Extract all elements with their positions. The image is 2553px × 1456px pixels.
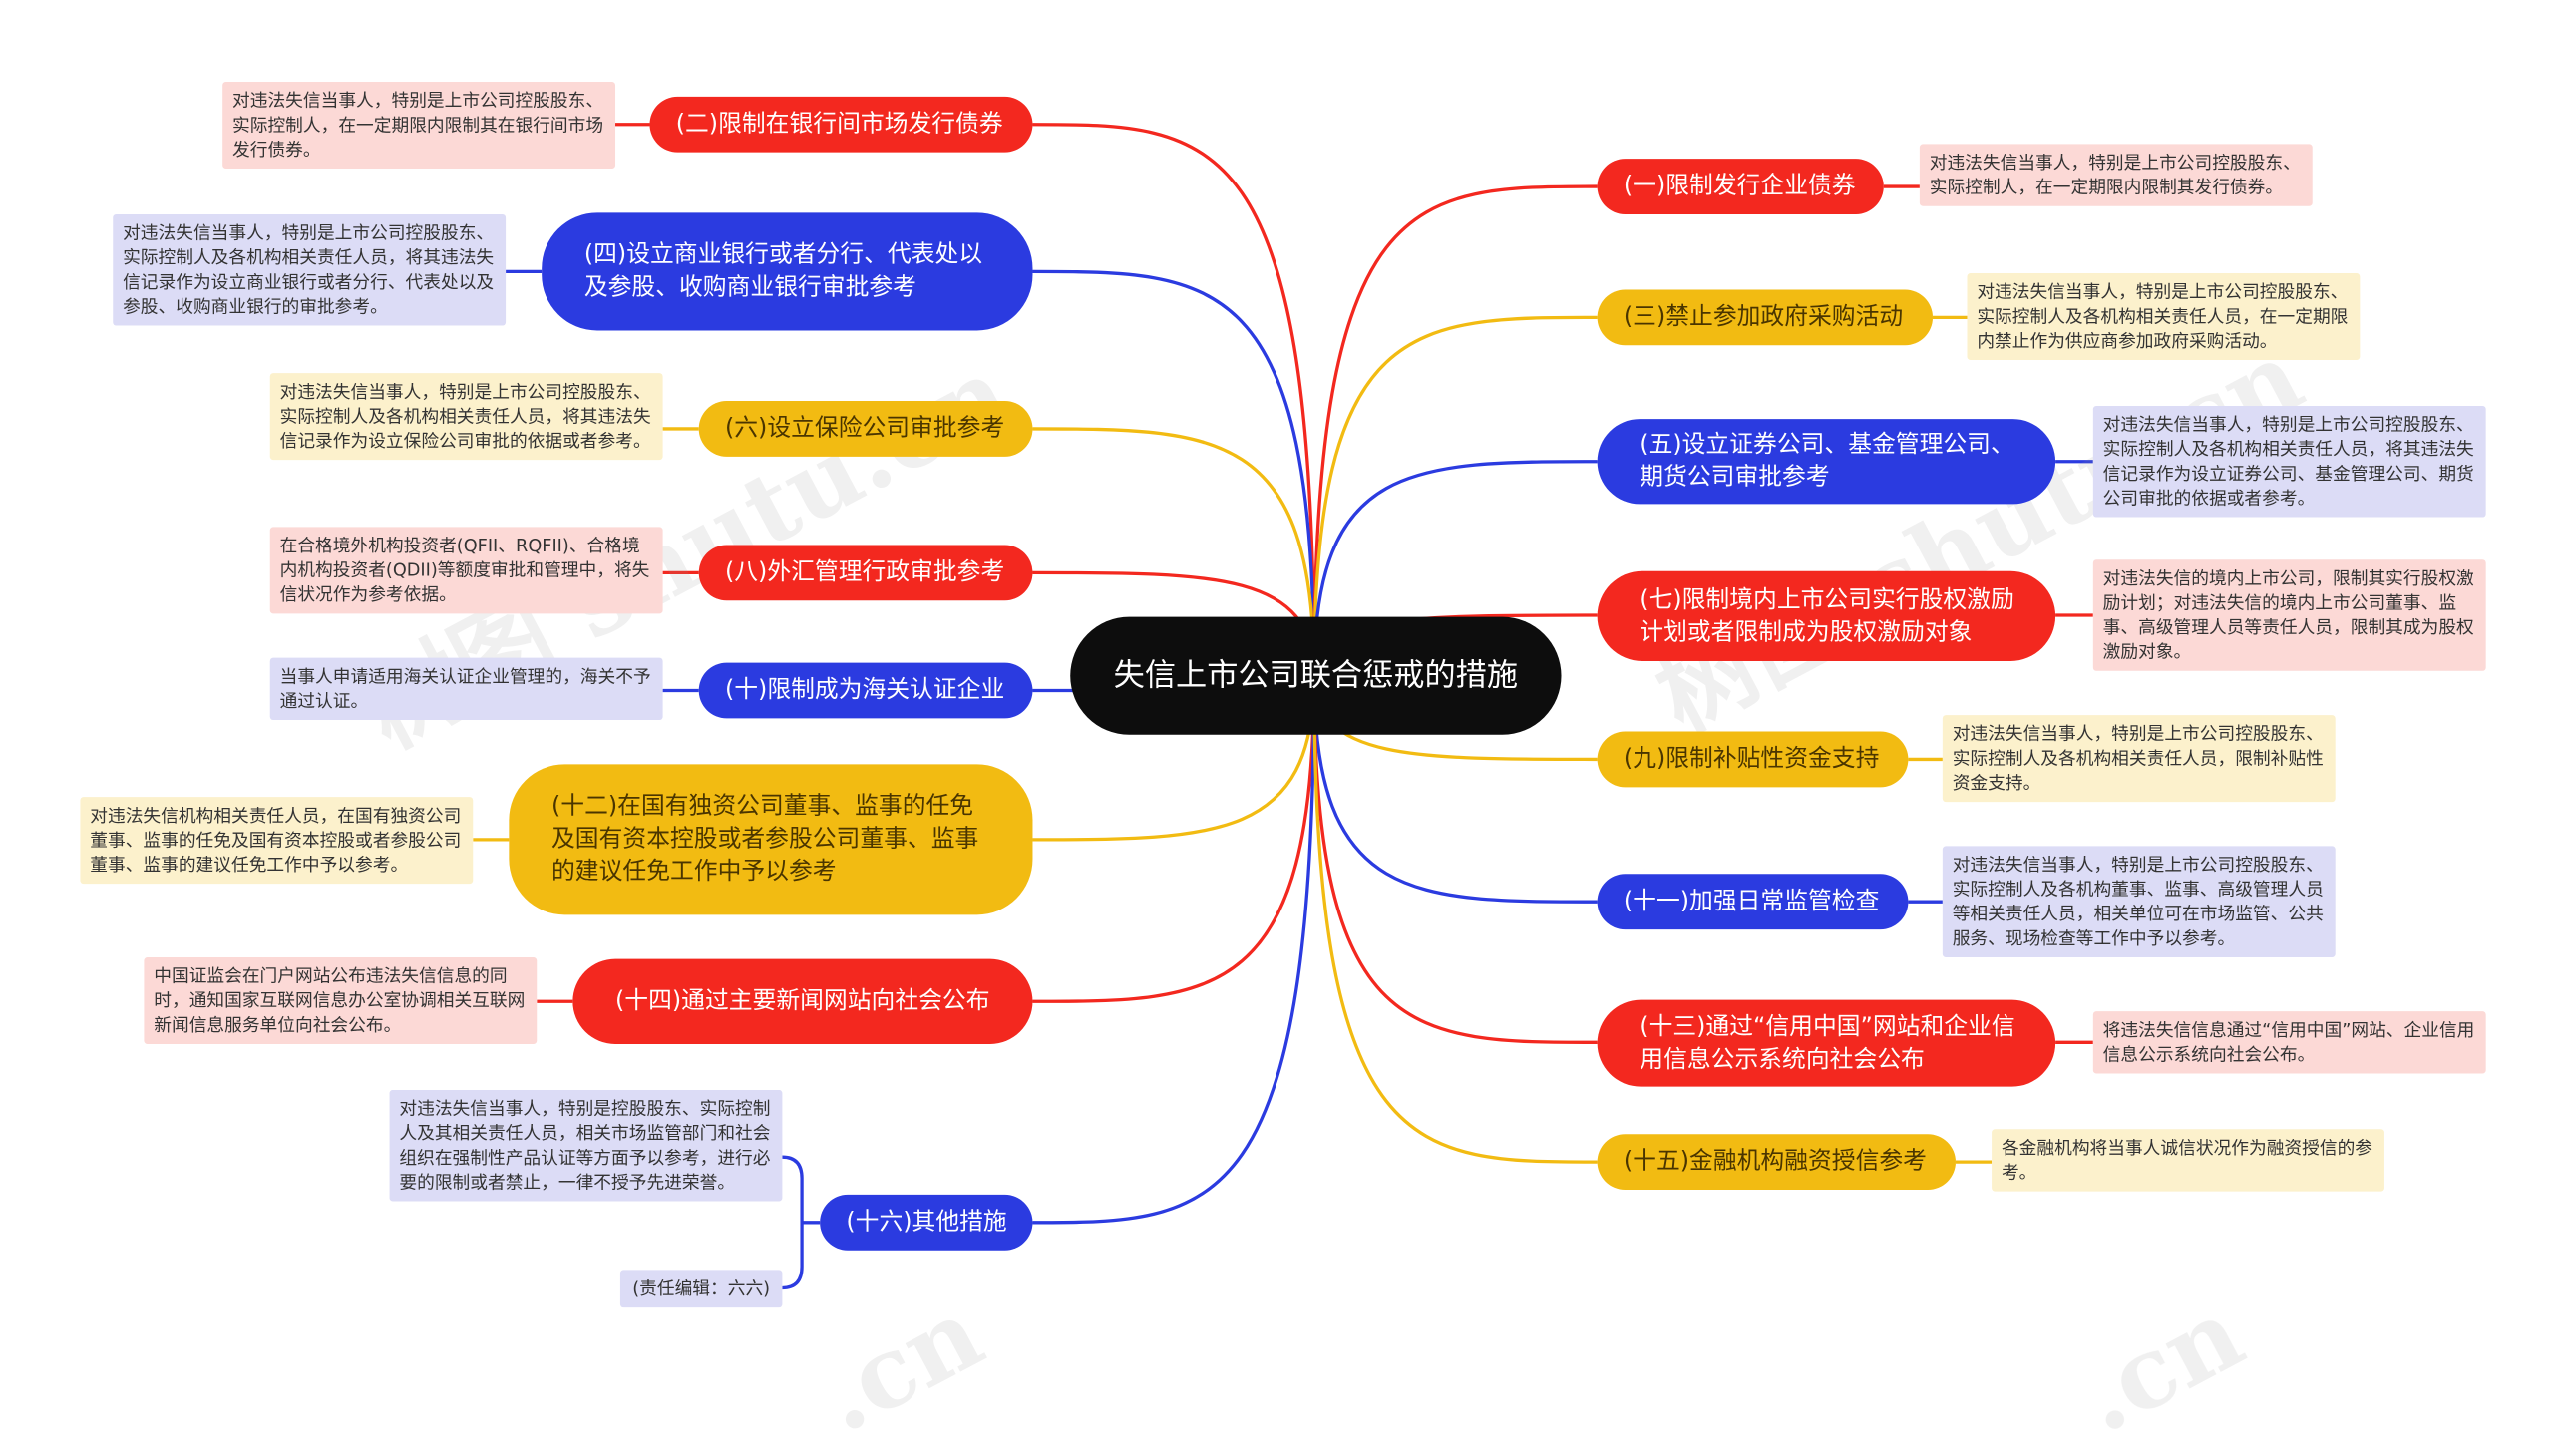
- branch-node[interactable]: (十)限制成为海关认证企业: [698, 662, 1033, 719]
- connector-line: [1312, 184, 1598, 676]
- branch-node[interactable]: (二)限制在银行间市场发行债券: [649, 96, 1033, 153]
- note-bracket: [782, 1155, 804, 1290]
- connector-line: [1032, 269, 1316, 676]
- branch-node[interactable]: (十二)在国有独资公司董事、监事的任免及国有资本控股或者参股公司董事、监事的建议…: [509, 764, 1033, 915]
- branch-note: 对违法失信的境内上市公司，限制其实行股权激励计划；对违法失信的境内上市公司董事、…: [2092, 559, 2486, 671]
- branch-note: 对违法失信当事人，特别是上市公司控股股东、实际控制人及各机构相关责任人员，在一定…: [1967, 273, 2361, 361]
- branch-node[interactable]: (七)限制境内上市公司实行股权激励计划或者限制成为股权激励对象: [1597, 570, 2056, 661]
- branch-node[interactable]: (四)设立商业银行或者分行、代表处以及参股、收购商业银行审批参考: [542, 212, 1033, 331]
- branch-note: 对违法失信当事人，特别是上市公司控股股东、实际控制人及各机构董事、监事、高级管理…: [1942, 846, 2336, 957]
- branch-node[interactable]: (十六)其他措施: [820, 1194, 1033, 1251]
- connector-line: [1032, 427, 1316, 676]
- branch-node[interactable]: (一)限制发行企业债券: [1597, 159, 1884, 214]
- branch-note: 在合格境外机构投资者(QFII、RQFII)、合格境内机构投资者(QDII)等额…: [269, 527, 663, 614]
- branch-node[interactable]: (十五)金融机构融资授信参考: [1597, 1134, 1956, 1191]
- connector-line: [1032, 675, 1316, 1003]
- branch-note: 将违法失信信息通过“信用中国”网站、企业信用信息公示系统向社会公布。: [2092, 1011, 2486, 1074]
- branch-note: 中国证监会在门户网站公布违法失信信息的同时，通知国家互联网信息办公室协调相关互联…: [144, 956, 538, 1044]
- branch-note: 对违法失信当事人，特别是控股股东、实际控制人及其相关责任人员，相关市场监管部门和…: [389, 1089, 783, 1202]
- branch-note: 对违法失信当事人，特别是上市公司控股股东、实际控制人及各机构相关责任人员，限制补…: [1942, 715, 2336, 803]
- branch-node[interactable]: (三)禁止参加政府采购活动: [1597, 289, 1934, 346]
- connector-line: [1312, 675, 1598, 1044]
- branch-node[interactable]: (十三)通过“信用中国”网站和企业信用信息公示系统向社会公布: [1597, 999, 2056, 1087]
- branch-note: 对违法失信机构相关责任人员，在国有独资公司董事、监事的任免及国有资本控股或者参股…: [80, 797, 474, 885]
- branch-note: 各金融机构将当事人诚信状况作为融资授信的参考。: [1992, 1129, 2384, 1192]
- connector-line: [1032, 123, 1316, 676]
- connector-line: [1312, 675, 1598, 904]
- branch-note: 对违法失信当事人，特别是上市公司控股股东、实际控制人，在一定期限内限制其发行债券…: [1919, 144, 2313, 206]
- connector-line: [1312, 675, 1598, 1164]
- connector-line: [1312, 460, 1598, 676]
- branch-node[interactable]: (六)设立保险公司审批参考: [698, 401, 1033, 457]
- branch-node[interactable]: (八)外汇管理行政审批参考: [698, 545, 1033, 601]
- branch-node[interactable]: (九)限制补贴性资金支持: [1597, 731, 1909, 788]
- branch-node[interactable]: (十四)通过主要新闻网站向社会公布: [572, 958, 1033, 1044]
- connector-line: [1032, 675, 1316, 1225]
- branch-note: 对违法失信当事人，特别是上市公司控股股东、实际控制人及各机构相关责任人员，将其违…: [113, 213, 507, 326]
- editor-note: (责任编辑：六六): [619, 1270, 783, 1308]
- branch-note: 对违法失信当事人，特别是上市公司控股股东、实际控制人及各机构相关责任人员，将其违…: [269, 373, 663, 461]
- connector-line: [1312, 315, 1598, 676]
- branch-node[interactable]: (十一)加强日常监管检查: [1597, 874, 1909, 930]
- branch-note: 当事人申请适用海关认证企业管理的，海关不予通过认证。: [269, 657, 663, 721]
- central-topic[interactable]: 失信上市公司联合惩戒的措施: [1070, 616, 1562, 735]
- branch-note: 对违法失信当事人，特别是上市公司控股股东、实际控制人，在一定期限内限制其在银行间…: [222, 82, 616, 170]
- branch-node[interactable]: (五)设立证券公司、基金管理公司、期货公司审批参考: [1597, 419, 2056, 505]
- mind-map-canvas: 树图 shutu.cn 树图 shutu.cn .cn .cn (二)限制在银行…: [80, 82, 2486, 1456]
- branch-note: 对违法失信当事人，特别是上市公司控股股东、实际控制人及各机构相关责任人员，将其违…: [2092, 405, 2486, 518]
